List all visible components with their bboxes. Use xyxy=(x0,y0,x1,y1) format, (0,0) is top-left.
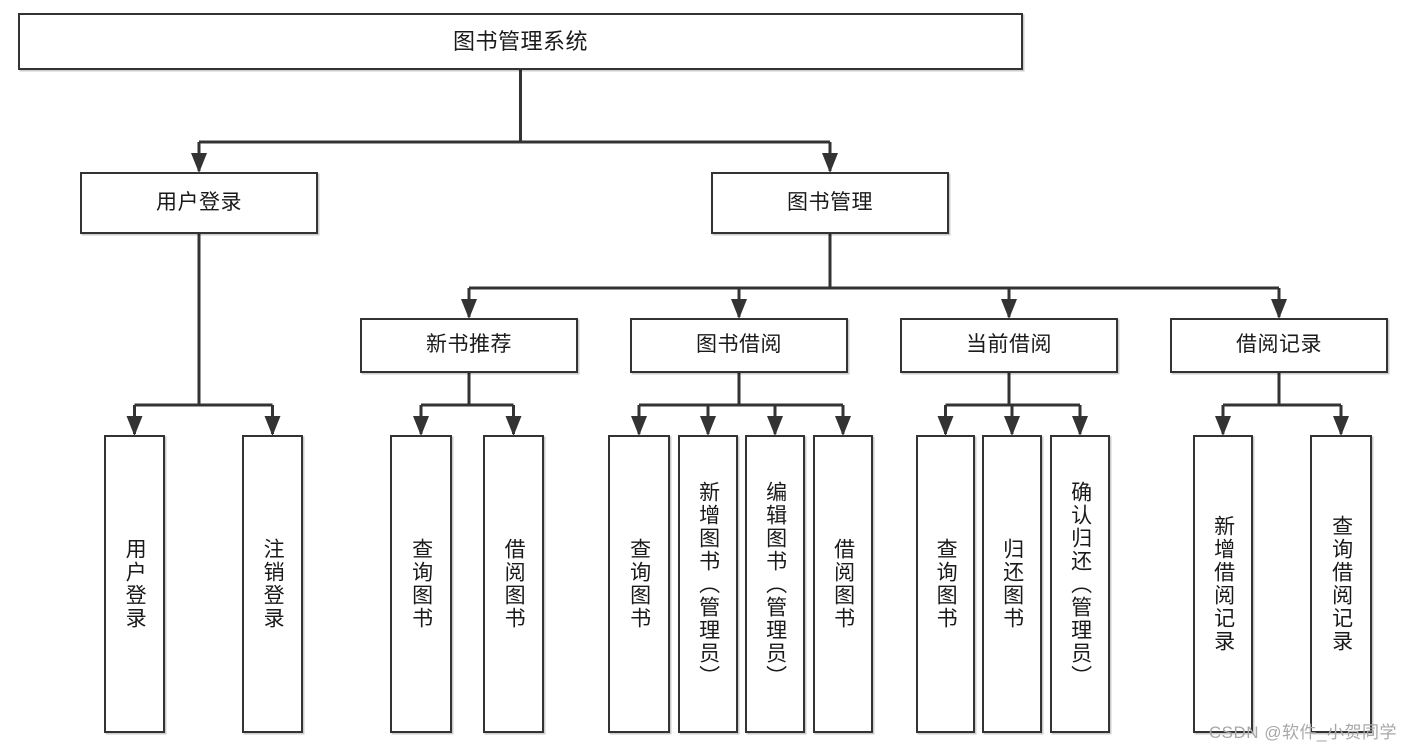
node-l3-c1[interactable]: 查询图书 xyxy=(608,435,670,733)
node-label: 编辑图书（管理员） xyxy=(763,480,787,688)
node-l3-d2[interactable]: 归还图书 xyxy=(982,435,1042,733)
node-label: 用户登录 xyxy=(156,190,242,214)
node-l3-e2[interactable]: 查询借阅记录 xyxy=(1310,435,1372,733)
node-label: 借阅图书 xyxy=(831,538,855,630)
node-label: 借阅记录 xyxy=(1236,333,1322,357)
node-label: 查询图书 xyxy=(409,538,433,630)
node-l3-c2[interactable]: 新增图书（管理员） xyxy=(678,435,738,733)
node-label: 查询图书 xyxy=(627,538,651,630)
node-l3-d1[interactable]: 查询图书 xyxy=(916,435,975,733)
node-l2-new[interactable]: 新书推荐 xyxy=(360,318,578,373)
node-label: 新增借阅记录 xyxy=(1211,515,1235,653)
node-l3-a1[interactable]: 用户登录 xyxy=(104,435,165,733)
node-l1-book[interactable]: 图书管理 xyxy=(711,172,949,234)
node-label: 查询图书 xyxy=(934,538,958,630)
node-label: 归还图书 xyxy=(1000,538,1024,630)
watermark: CSDN @软件_小贺同学 xyxy=(1208,723,1397,742)
node-l3-b1[interactable]: 查询图书 xyxy=(390,435,452,733)
node-root[interactable]: 图书管理系统 xyxy=(18,13,1023,70)
node-label: 图书管理 xyxy=(787,190,873,214)
node-l2-current[interactable]: 当前借阅 xyxy=(900,318,1118,373)
node-l2-record[interactable]: 借阅记录 xyxy=(1170,318,1388,373)
node-l3-c3[interactable]: 编辑图书（管理员） xyxy=(745,435,805,733)
node-label: 当前借阅 xyxy=(966,333,1052,357)
node-label: 新书推荐 xyxy=(426,333,512,357)
node-label: 确认归还（管理员） xyxy=(1068,480,1092,688)
node-label: 图书管理系统 xyxy=(452,28,588,54)
node-l1-login[interactable]: 用户登录 xyxy=(80,172,318,234)
node-label: 注销登录 xyxy=(261,538,285,630)
node-l3-a2[interactable]: 注销登录 xyxy=(242,435,303,733)
node-label: 查询借阅记录 xyxy=(1329,515,1353,653)
node-label: 用户登录 xyxy=(123,538,147,630)
node-l2-borrow[interactable]: 图书借阅 xyxy=(630,318,848,373)
node-l3-b2[interactable]: 借阅图书 xyxy=(483,435,544,733)
node-label: 借阅图书 xyxy=(502,538,526,630)
node-l3-e1[interactable]: 新增借阅记录 xyxy=(1193,435,1253,733)
node-l3-c4[interactable]: 借阅图书 xyxy=(813,435,873,733)
node-label: 新增图书（管理员） xyxy=(696,480,720,688)
node-label: 图书借阅 xyxy=(696,333,782,357)
node-l3-d3[interactable]: 确认归还（管理员） xyxy=(1050,435,1110,733)
